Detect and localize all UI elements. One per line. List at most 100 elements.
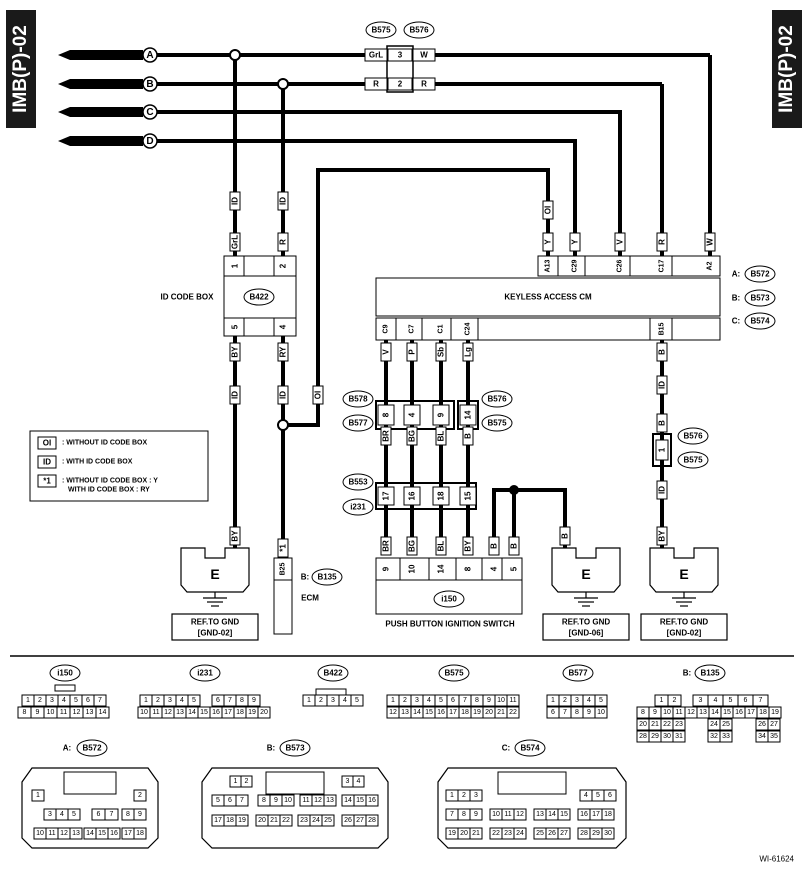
tag-text: B575 xyxy=(444,669,464,678)
mid-pin-cell xyxy=(377,404,395,426)
ground-gnd02-right-ref-line1: REF.TO GND xyxy=(660,618,709,627)
b135-cell xyxy=(767,730,781,743)
id-tag xyxy=(656,375,668,395)
tag-text: i150 xyxy=(441,595,457,604)
mid-pin: 4 xyxy=(408,412,417,417)
low-pin-cell xyxy=(432,486,450,506)
b573-key xyxy=(265,771,325,795)
wire-color-by-text: BY xyxy=(231,346,240,358)
oi-tag xyxy=(542,200,554,220)
b135-cell xyxy=(719,730,733,743)
b572-pin: 12 xyxy=(60,830,68,837)
b574-cell xyxy=(601,827,615,840)
wire-color-mid xyxy=(435,426,447,446)
b575-pin: 12 xyxy=(389,709,397,716)
b575-cell xyxy=(506,694,520,707)
b573-pin: 19 xyxy=(238,817,246,824)
b573-pin: 3 xyxy=(346,778,350,785)
wire-color-keyless-top xyxy=(704,232,716,252)
top-conn-pin: 3 xyxy=(398,51,403,60)
wire-color-keyless-top xyxy=(656,232,668,252)
b577-pin: 1 xyxy=(551,697,555,704)
b572-tag: B572 xyxy=(744,265,776,283)
ground-gnd02-right-ref-line2: [GND-02] xyxy=(667,629,702,638)
wire-color-b-text: B xyxy=(561,533,570,539)
tag-oval xyxy=(677,451,709,469)
oi-tag-text: OI xyxy=(314,391,323,399)
conn-b573-tag: B573 xyxy=(279,739,311,757)
low-pin-cell xyxy=(459,486,477,506)
b577-pin: 4 xyxy=(587,697,591,704)
wire-color-keyless-top xyxy=(614,232,626,252)
ecm-conn-prefix: B: xyxy=(301,573,309,582)
b135-pin: 7 xyxy=(759,697,763,704)
tag-text: B576 xyxy=(409,26,429,35)
id-code-box-label: ID CODE BOX xyxy=(161,293,215,302)
wire-color-mid xyxy=(462,426,474,446)
conn-b575-tag: B575 xyxy=(438,664,470,682)
wire-color-grl xyxy=(229,232,241,252)
b135-cell xyxy=(719,718,733,731)
keyless-pin: A13 xyxy=(545,259,552,272)
wire-color-by xyxy=(656,526,668,546)
b573-pin: 1 xyxy=(234,778,238,785)
i231-pin: 1 xyxy=(144,697,148,704)
legend-text: : WITHOUT ID CODE BOX : Y xyxy=(62,478,158,485)
keyless-pin: C7 xyxy=(409,324,416,333)
b575-pin: 20 xyxy=(485,709,493,716)
b575-pin: 9 xyxy=(487,697,491,704)
b572-pin: 4 xyxy=(60,811,64,818)
b572-pin: 7 xyxy=(110,811,114,818)
tag-oval xyxy=(311,568,343,586)
b135-cell xyxy=(672,718,686,731)
wire-color-keyless-top-text: Y xyxy=(571,239,580,245)
wire-color-switch xyxy=(488,536,500,556)
tag-text: B576 xyxy=(683,432,703,441)
switch-pin: 5 xyxy=(510,566,519,571)
b575-pin: 11 xyxy=(509,697,516,704)
i231-pin: 15 xyxy=(200,709,208,716)
b578-tag: B578 xyxy=(342,390,374,408)
b135-pin: 14 xyxy=(711,709,719,716)
mid-pin: 9 xyxy=(437,412,446,417)
i150-pin: 4 xyxy=(62,697,66,704)
wire-oi xyxy=(316,168,550,258)
b135-cell xyxy=(767,718,781,731)
tag-oval xyxy=(189,664,221,682)
b576-tag: B576 xyxy=(677,427,709,445)
b574-pin: 25 xyxy=(536,830,544,837)
conn-b572-tag: B572 xyxy=(76,739,108,757)
oi-tag xyxy=(312,385,324,405)
tag-text: i231 xyxy=(350,503,366,512)
tag-text: B573 xyxy=(750,294,770,303)
b135-cell xyxy=(752,694,769,707)
b575-tag: B575 xyxy=(481,414,513,432)
input-ref-C: IMB(P)-01 xyxy=(89,107,131,117)
b575-pin: 15 xyxy=(425,709,433,716)
b135-pin: 24 xyxy=(710,721,718,728)
b577-pin: 8 xyxy=(575,709,579,716)
b577-tag: B577 xyxy=(342,414,374,432)
b575-pin: 13 xyxy=(401,709,409,716)
wire-color-switch-text: BR xyxy=(382,540,391,552)
b574-key xyxy=(497,771,567,795)
id-tag-text: ID xyxy=(279,197,288,205)
legend-tag-text: ID xyxy=(43,458,51,467)
ecm-box xyxy=(273,557,293,635)
b573-pin: 26 xyxy=(344,817,352,824)
mid-pin-cell xyxy=(403,404,421,426)
b573-cell xyxy=(321,814,335,827)
b135-pin: 33 xyxy=(722,733,730,740)
i231-pin: 16 xyxy=(212,709,220,716)
keyless-pin: C26 xyxy=(617,259,624,272)
b575-pin: 17 xyxy=(449,709,457,716)
b572-key xyxy=(63,771,117,795)
b574-pin: 27 xyxy=(560,830,568,837)
b135-pin: 15 xyxy=(723,709,731,716)
wire-color-switch xyxy=(462,536,474,556)
i150-tag: i150 xyxy=(433,590,465,608)
b135-pin: 23 xyxy=(675,721,683,728)
b573-pin: 17 xyxy=(214,817,222,824)
b574-tag: B574 xyxy=(744,312,776,330)
b577-pin: 2 xyxy=(563,697,567,704)
